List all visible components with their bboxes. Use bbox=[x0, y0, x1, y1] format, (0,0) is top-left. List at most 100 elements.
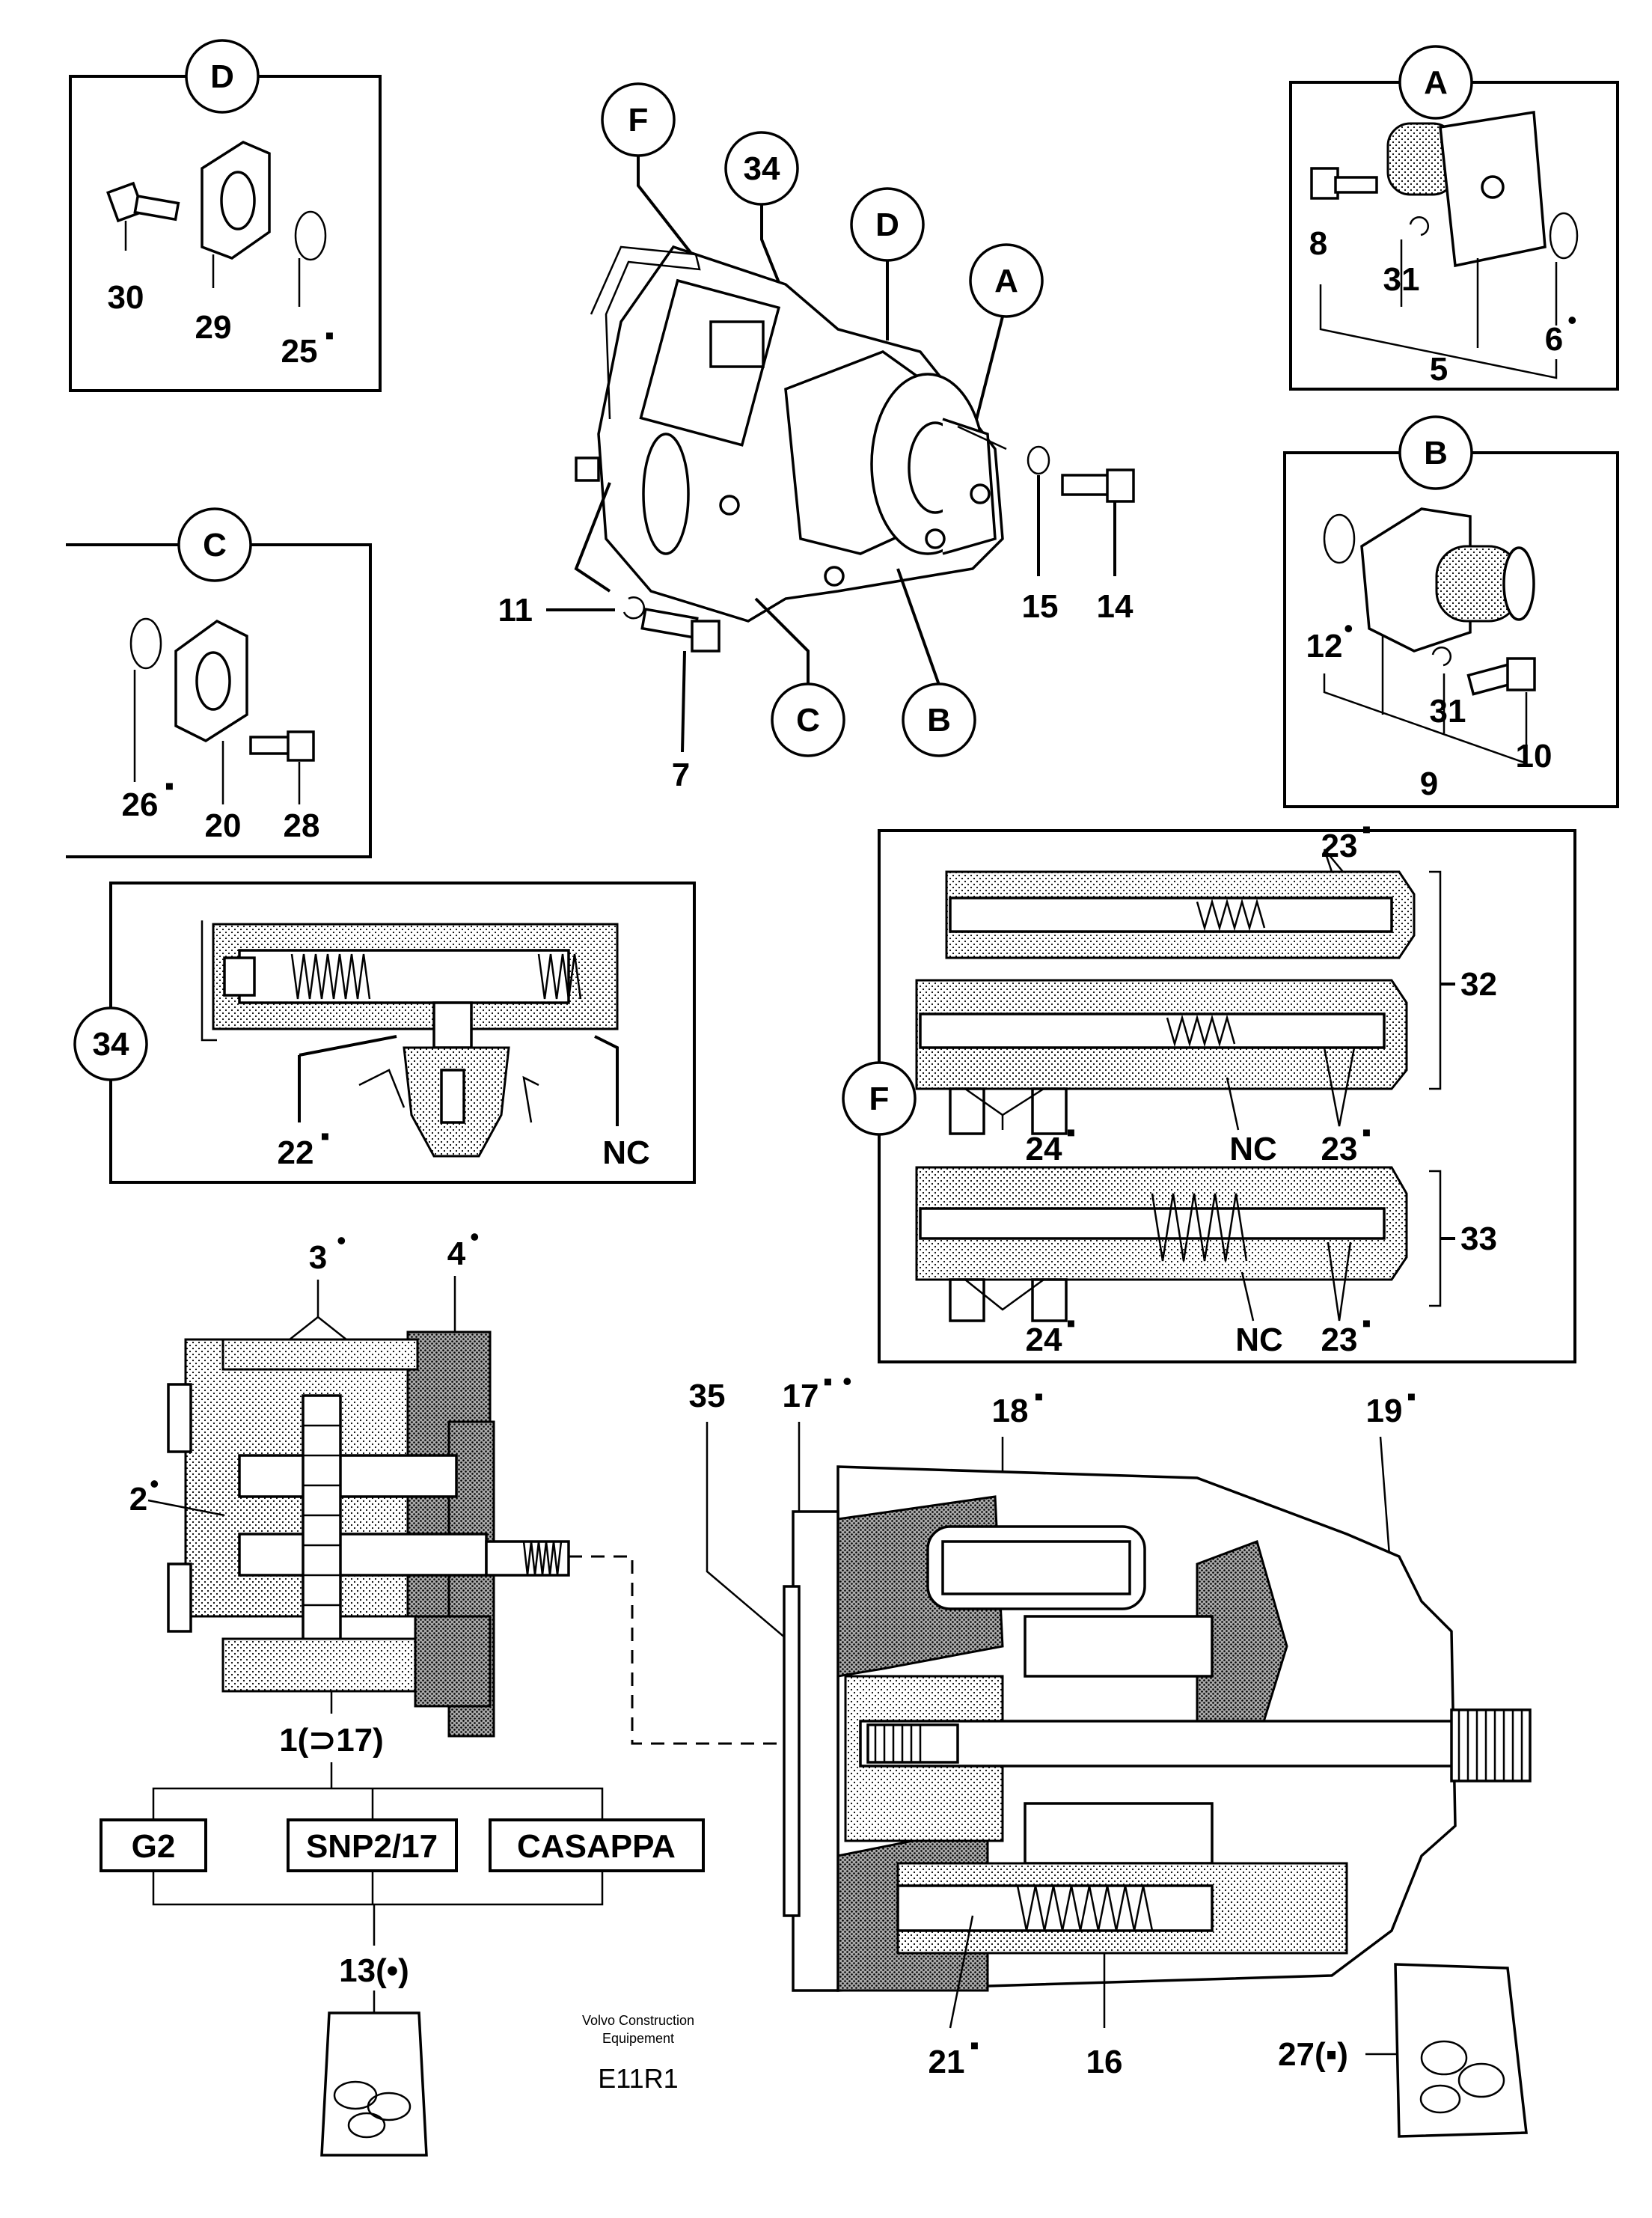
callout-f-panel: F bbox=[842, 1061, 917, 1136]
marker-25: ▪ bbox=[325, 320, 334, 350]
label-7: 7 bbox=[672, 757, 690, 793]
label-22: 22 bbox=[278, 1134, 314, 1171]
bolt-8-icon bbox=[1310, 167, 1378, 200]
label-16: 16 bbox=[1086, 2044, 1123, 2080]
panel-a: A 8 31 6 • 5 bbox=[1289, 45, 1619, 391]
marker-23-mid: ▪ bbox=[1362, 1116, 1371, 1147]
label-31-a: 31 bbox=[1383, 261, 1420, 298]
label-8: 8 bbox=[1309, 225, 1327, 262]
callout-34-panel: 34 bbox=[73, 1006, 148, 1081]
label-13: 13(•) bbox=[339, 1952, 409, 1989]
svg-text:C: C bbox=[203, 527, 227, 563]
marker-21: ▪ bbox=[970, 2029, 979, 2060]
label-23-bottom: 23 bbox=[1321, 1322, 1358, 1358]
marker-26: ▪ bbox=[165, 770, 174, 801]
label-4: 4 bbox=[447, 1235, 466, 1272]
callout-34-main: 34 bbox=[724, 131, 799, 206]
gear-pump: 3 • 4 • 2 • 1(⊃17) bbox=[100, 1221, 705, 2157]
svg-text:B: B bbox=[1424, 435, 1448, 471]
label-28: 28 bbox=[284, 807, 320, 844]
marker-17-square: ▪ bbox=[823, 1366, 833, 1396]
panel-d: D 30 29 25 ▪ bbox=[69, 39, 382, 392]
label-23-top: 23 bbox=[1321, 828, 1358, 864]
bolt-30-icon bbox=[106, 181, 180, 223]
callout-d: D bbox=[185, 39, 260, 114]
seal-kit-bag-27-icon bbox=[1394, 1963, 1528, 2138]
label-31-b: 31 bbox=[1430, 693, 1466, 730]
marker-23-top: ▪ bbox=[1362, 813, 1371, 844]
svg-text:SNP2/17: SNP2/17 bbox=[306, 1828, 438, 1865]
panel-34: 34 22 ▪ NC bbox=[73, 882, 696, 1184]
o-ring-26-icon bbox=[129, 617, 162, 670]
variant-g2: G2 bbox=[100, 1818, 207, 1872]
variant-snp2-17: SNP2/17 bbox=[287, 1818, 458, 1872]
callout-b-panel: B bbox=[1398, 415, 1473, 490]
label-19: 19 bbox=[1366, 1393, 1403, 1429]
label-2: 2 bbox=[129, 1481, 147, 1518]
o-ring-25-icon bbox=[294, 210, 327, 261]
svg-text:A: A bbox=[1424, 64, 1448, 101]
bolt-28-icon bbox=[249, 730, 315, 762]
o-ring-6-icon bbox=[1549, 212, 1579, 260]
label-15: 15 bbox=[1022, 588, 1059, 625]
svg-text:B: B bbox=[927, 702, 951, 739]
label-32: 32 bbox=[1460, 966, 1497, 1003]
piston-pump-section: 35 17 ▪ • 18 ▪ 19 ▪ 21 ▪ bbox=[689, 1366, 1532, 2138]
marker-12: • bbox=[1344, 613, 1353, 644]
variant-casappa: CASAPPA bbox=[489, 1818, 705, 1872]
bolt-14-icon bbox=[1061, 468, 1135, 503]
label-5: 5 bbox=[1430, 351, 1448, 388]
label-25: 25 bbox=[281, 333, 318, 370]
panel-b: B 12 • 31 10 9 bbox=[1283, 415, 1619, 808]
washer-31-b-icon bbox=[1431, 646, 1452, 667]
label-10: 10 bbox=[1516, 738, 1552, 775]
flange-20-icon bbox=[174, 619, 248, 743]
label-27: 27(▪) bbox=[1278, 2036, 1348, 2073]
marker-23-bottom: ▪ bbox=[1362, 1307, 1371, 1338]
washer-31-icon bbox=[1409, 216, 1430, 236]
svg-text:34: 34 bbox=[93, 1026, 129, 1063]
marker-3: • bbox=[337, 1225, 346, 1256]
label-35: 35 bbox=[689, 1378, 726, 1414]
marker-18: ▪ bbox=[1034, 1381, 1044, 1411]
svg-text:CASAPPA: CASAPPA bbox=[517, 1828, 676, 1865]
bolt-7-icon bbox=[640, 608, 721, 653]
svg-text:D: D bbox=[210, 58, 234, 95]
label-11: 11 bbox=[498, 592, 533, 629]
label-12: 12 bbox=[1306, 628, 1343, 665]
washer-11-icon bbox=[622, 596, 645, 620]
label-nc-f-top: NC bbox=[1229, 1131, 1277, 1167]
svg-text:34: 34 bbox=[744, 150, 780, 187]
svg-text:C: C bbox=[796, 702, 820, 739]
svg-text:A: A bbox=[994, 263, 1018, 299]
label-14: 14 bbox=[1097, 588, 1134, 625]
flange-9-icon bbox=[1360, 507, 1535, 653]
panel-c: C 26 ▪ 20 28 bbox=[66, 507, 372, 858]
callout-c-main: C bbox=[771, 682, 845, 757]
label-20: 20 bbox=[205, 807, 242, 844]
washer-15-icon bbox=[1027, 445, 1050, 475]
marker-4: • bbox=[470, 1221, 480, 1252]
marker-19: ▪ bbox=[1407, 1381, 1416, 1411]
callout-a-panel: A bbox=[1398, 45, 1473, 120]
callout-d-main: D bbox=[850, 187, 925, 262]
footer: Volvo Construction Equipement E11R1 bbox=[582, 2013, 694, 2094]
label-1: 1(⊃17) bbox=[279, 1722, 384, 1759]
label-21: 21 bbox=[929, 2044, 965, 2080]
callout-f-main: F bbox=[601, 82, 676, 157]
label-26: 26 bbox=[122, 786, 159, 823]
label-23-mid: 23 bbox=[1321, 1131, 1358, 1167]
main-pump-assembly: F 34 D A bbox=[498, 82, 1135, 793]
label-33: 33 bbox=[1460, 1220, 1497, 1257]
bolt-10-icon bbox=[1466, 657, 1536, 696]
svg-text:F: F bbox=[628, 102, 649, 138]
label-18: 18 bbox=[992, 1393, 1029, 1429]
label-3: 3 bbox=[309, 1239, 327, 1276]
label-nc-34: NC bbox=[602, 1134, 650, 1171]
label-29: 29 bbox=[195, 309, 232, 346]
svg-text:G2: G2 bbox=[132, 1828, 176, 1865]
flange-29-icon bbox=[201, 141, 271, 260]
flange-5-icon bbox=[1386, 110, 1547, 268]
marker-24-bottom: ▪ bbox=[1066, 1307, 1076, 1338]
